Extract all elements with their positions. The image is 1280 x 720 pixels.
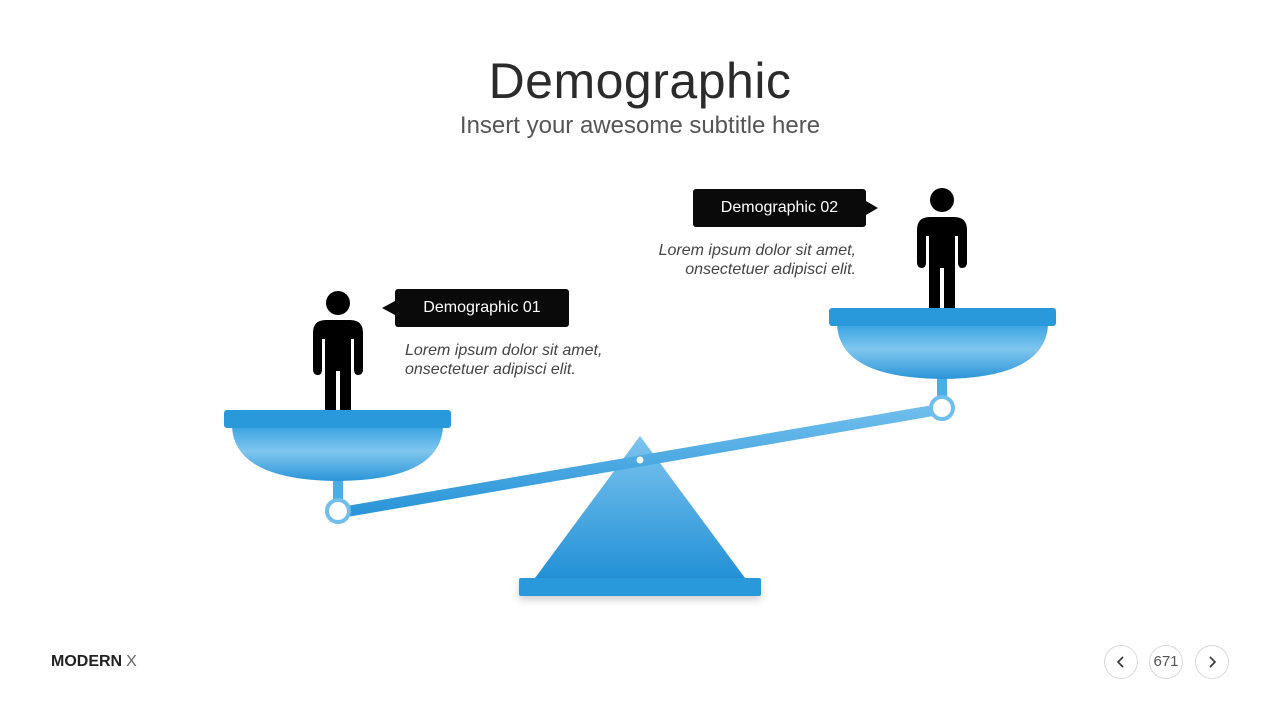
callout-pointer bbox=[866, 201, 878, 215]
right-pan bbox=[829, 308, 1056, 421]
fulcrum bbox=[519, 436, 761, 596]
slide-subtitle: Insert your awesome subtitle here bbox=[459, 112, 821, 139]
description-line: onsectetuer adipisci elit. bbox=[685, 261, 856, 278]
demographic-01-label: Demographic 01 bbox=[382, 289, 569, 327]
person-icon bbox=[313, 291, 363, 410]
next-slide-button[interactable] bbox=[1195, 645, 1229, 679]
description-line: Lorem ipsum dolor sit amet, bbox=[405, 342, 603, 359]
chevron-left-icon bbox=[1116, 656, 1124, 668]
slide-title: Demographic bbox=[488, 53, 792, 109]
demographic-01-description: Lorem ipsum dolor sit amet, onsectetuer … bbox=[405, 341, 635, 379]
page-number: 671 bbox=[1149, 645, 1183, 679]
chevron-right-icon bbox=[1209, 656, 1217, 668]
brand-suffix: X bbox=[126, 653, 137, 670]
demographic-02-label-text: Demographic 02 bbox=[720, 199, 839, 216]
previous-slide-button[interactable] bbox=[1104, 645, 1138, 679]
demographic-01-label-text: Demographic 01 bbox=[423, 299, 541, 316]
brand-name: MODERN bbox=[51, 653, 123, 670]
description-line: Lorem ipsum dolor sit amet, bbox=[658, 242, 856, 259]
demographic-02-description: Lorem ipsum dolor sit amet, onsectetuer … bbox=[626, 241, 856, 279]
description-line: onsectetuer adipisci elit. bbox=[405, 361, 576, 378]
person-icon bbox=[917, 188, 967, 308]
seesaw-beam bbox=[332, 403, 948, 519]
callout-pointer bbox=[382, 301, 395, 315]
demographic-02-label: Demographic 02 bbox=[693, 189, 878, 227]
left-pan bbox=[224, 410, 451, 524]
